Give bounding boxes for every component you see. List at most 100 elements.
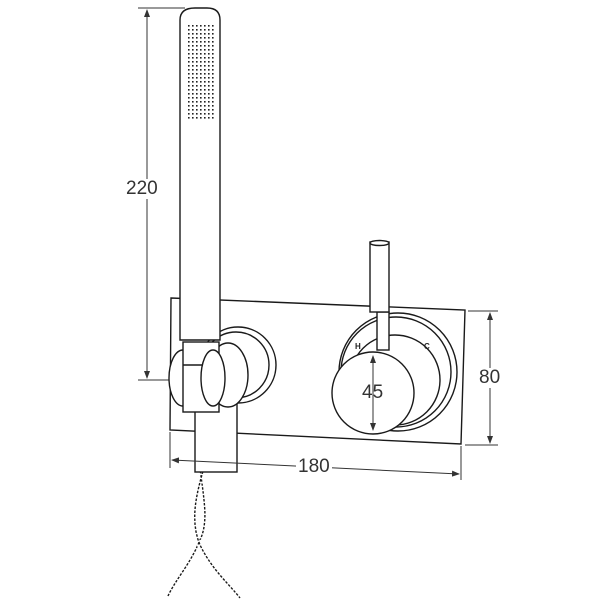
spray-hole bbox=[188, 49, 190, 51]
spray-hole bbox=[204, 57, 206, 59]
spray-hole bbox=[200, 97, 202, 99]
spray-hole bbox=[208, 77, 210, 79]
spray-hole bbox=[212, 29, 214, 31]
shower-handset bbox=[168, 7, 226, 413]
spray-hole bbox=[196, 41, 198, 43]
spray-hole bbox=[204, 37, 206, 39]
spray-hole bbox=[196, 57, 198, 59]
spray-hole bbox=[192, 117, 194, 119]
spray-hole bbox=[212, 97, 214, 99]
spray-hole bbox=[188, 57, 190, 59]
spray-hole bbox=[196, 45, 198, 47]
spray-hole bbox=[188, 109, 190, 111]
spray-hole bbox=[196, 73, 198, 75]
spray-hole bbox=[192, 53, 194, 55]
spray-hole bbox=[208, 89, 210, 91]
spray-hole bbox=[200, 117, 202, 119]
spray-hole bbox=[200, 49, 202, 51]
spray-hole bbox=[192, 109, 194, 111]
spray-hole bbox=[188, 29, 190, 31]
spray-hole bbox=[200, 37, 202, 39]
spray-hole bbox=[192, 85, 194, 87]
spray-hole bbox=[192, 97, 194, 99]
spray-hole bbox=[204, 29, 206, 31]
spray-hole bbox=[188, 33, 190, 35]
spray-hole bbox=[204, 117, 206, 119]
spray-hole bbox=[200, 89, 202, 91]
spray-hole bbox=[192, 61, 194, 63]
spray-hole bbox=[208, 37, 210, 39]
spray-hole bbox=[204, 25, 206, 27]
spray-hole bbox=[196, 53, 198, 55]
spray-hole bbox=[204, 109, 206, 111]
dimension-label-knob: 45 bbox=[362, 382, 384, 403]
spray-hole bbox=[192, 69, 194, 71]
spray-hole bbox=[204, 53, 206, 55]
spray-hole bbox=[188, 93, 190, 95]
spray-hole bbox=[196, 93, 198, 95]
spray-hole bbox=[204, 61, 206, 63]
spray-hole bbox=[188, 25, 190, 27]
spray-hole bbox=[188, 85, 190, 87]
spray-hole bbox=[208, 69, 210, 71]
spray-hole bbox=[196, 77, 198, 79]
spray-hole bbox=[188, 81, 190, 83]
spray-hole bbox=[188, 113, 190, 115]
spray-hole bbox=[212, 61, 214, 63]
spray-hole bbox=[208, 65, 210, 67]
spray-hole bbox=[208, 97, 210, 99]
spray-hole bbox=[200, 41, 202, 43]
spray-hole bbox=[188, 41, 190, 43]
spray-hole bbox=[196, 69, 198, 71]
spray-hole bbox=[192, 65, 194, 67]
spray-hole bbox=[192, 49, 194, 51]
spray-hole bbox=[188, 65, 190, 67]
spray-hole bbox=[204, 101, 206, 103]
spray-hole bbox=[192, 73, 194, 75]
spray-hole bbox=[200, 85, 202, 87]
spray-hole bbox=[212, 37, 214, 39]
spray-hole bbox=[208, 25, 210, 27]
spray-hole bbox=[208, 81, 210, 83]
spray-hole bbox=[192, 37, 194, 39]
spray-hole bbox=[212, 109, 214, 111]
spray-hole bbox=[208, 41, 210, 43]
spray-hole bbox=[200, 25, 202, 27]
cold-marking: C bbox=[424, 342, 430, 351]
spray-hole bbox=[200, 81, 202, 83]
spray-hole bbox=[212, 65, 214, 67]
spray-hole bbox=[208, 73, 210, 75]
spray-hole bbox=[212, 117, 214, 119]
spray-hole bbox=[204, 81, 206, 83]
spray-hole bbox=[204, 65, 206, 67]
spray-hole bbox=[192, 81, 194, 83]
spray-hole bbox=[192, 29, 194, 31]
spray-hole bbox=[212, 41, 214, 43]
spray-hole bbox=[192, 101, 194, 103]
dimension-label-width: 180 bbox=[296, 456, 332, 477]
spray-hole bbox=[192, 57, 194, 59]
spray-hole bbox=[212, 53, 214, 55]
spray-hole bbox=[212, 25, 214, 27]
spray-hole bbox=[204, 33, 206, 35]
spray-hole bbox=[200, 105, 202, 107]
spray-hole bbox=[188, 45, 190, 47]
spray-hole bbox=[200, 45, 202, 47]
spray-hole bbox=[196, 89, 198, 91]
spray-hole bbox=[208, 85, 210, 87]
spray-hole bbox=[200, 53, 202, 55]
spray-hole bbox=[200, 93, 202, 95]
spray-hole bbox=[200, 77, 202, 79]
spray-hole bbox=[192, 77, 194, 79]
spray-hole bbox=[188, 69, 190, 71]
spray-hole bbox=[188, 73, 190, 75]
spray-hole bbox=[204, 105, 206, 107]
spray-hole bbox=[196, 97, 198, 99]
spray-hole bbox=[196, 105, 198, 107]
spray-hole bbox=[208, 101, 210, 103]
spray-hole bbox=[200, 69, 202, 71]
spray-hole bbox=[200, 101, 202, 103]
spray-hole bbox=[188, 89, 190, 91]
